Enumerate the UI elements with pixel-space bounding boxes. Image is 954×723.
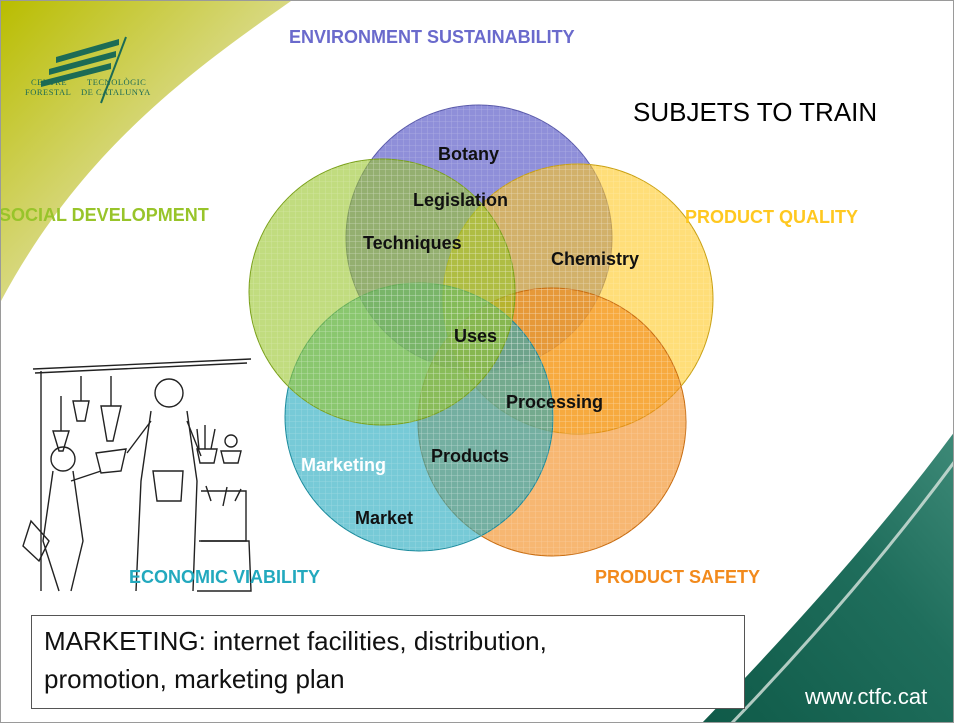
info-box-line-1: MARKETING: internet facilities, distribu… xyxy=(44,626,547,656)
logo-text-tecnologic: TECNOLÒGIC xyxy=(87,77,147,87)
page-title: SUBJETS TO TRAIN xyxy=(633,97,878,127)
venn-grid-texture xyxy=(249,105,713,556)
subject-uses: Uses xyxy=(454,326,498,346)
subject-market: Market xyxy=(355,508,414,528)
ctfc-logo-mark xyxy=(41,36,127,104)
logo-text-catalunya: DE CATALUNYA xyxy=(81,87,151,97)
subject-marketing: Marketing xyxy=(301,455,387,475)
subject-legislation: Legislation xyxy=(413,190,509,210)
website-url: www.ctfc.cat xyxy=(805,684,928,709)
info-box-line-2: promotion, marketing plan xyxy=(44,664,345,694)
subject-chemistry: Chemistry xyxy=(551,249,640,269)
market-stall-illustration xyxy=(22,358,252,592)
theme-quality-label: PRODUCT QUALITY xyxy=(685,207,858,227)
marketing-info-box: MARKETING: internet facilities, distribu… xyxy=(31,615,745,709)
subject-botany: Botany xyxy=(438,144,500,164)
theme-environment-label: ENVIRONMENT SUSTAINABILITY xyxy=(289,27,575,47)
subject-processing: Processing xyxy=(506,392,604,412)
subject-techniques: Techniques xyxy=(363,233,462,253)
logo-text-centre: CENTRE xyxy=(31,77,68,87)
theme-safety-label: PRODUCT SAFETY xyxy=(595,567,761,587)
theme-social-label: SOCIAL DEVELOPMENT xyxy=(0,205,209,225)
teal-corner-swoosh xyxy=(702,433,953,722)
subject-products: Products xyxy=(431,446,510,466)
yellow-corner-swoosh xyxy=(1,1,291,301)
theme-economic-label: ECONOMIC VIABILITY xyxy=(129,567,321,587)
logo-text-forestal: FORESTAL xyxy=(25,87,72,97)
